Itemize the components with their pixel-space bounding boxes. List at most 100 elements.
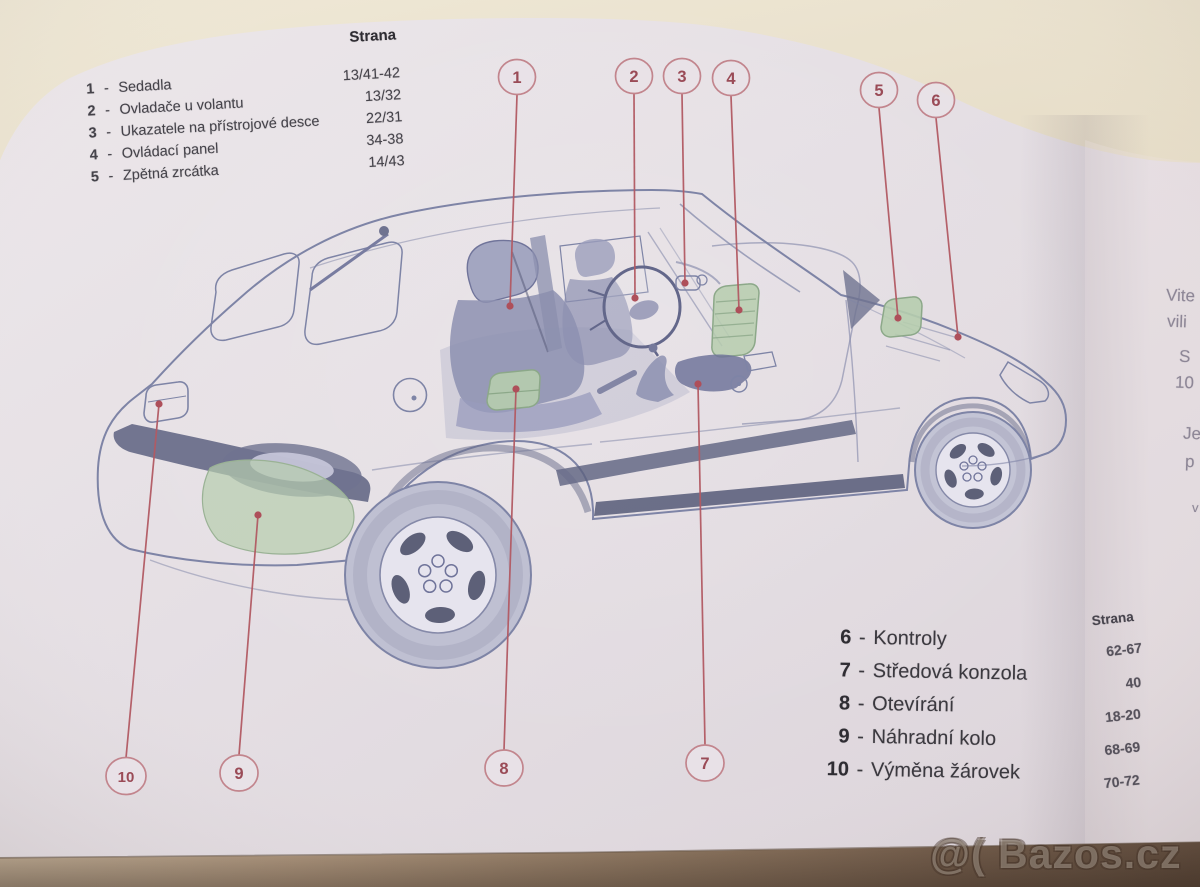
leader-7 bbox=[697, 383, 706, 746]
far-side-window bbox=[559, 235, 649, 303]
legend-separator: - bbox=[856, 758, 864, 781]
legend-bottom: Strana 6 - Kontroly 62-67 7 - Středová k… bbox=[815, 598, 1150, 797]
legend-separator: - bbox=[858, 626, 866, 649]
callout-9-number: 9 bbox=[234, 765, 243, 783]
leader-10 bbox=[125, 403, 160, 759]
legend-item-label: Kontroly bbox=[873, 626, 947, 651]
front-arch-shadow bbox=[909, 403, 1031, 463]
callout-3: 3 bbox=[662, 57, 702, 95]
callout-leader-dots bbox=[155, 279, 962, 519]
callout-7: 7 bbox=[685, 744, 725, 782]
next-page-fragment: v bbox=[1191, 499, 1199, 516]
legend-item-label: Náhradní kolo bbox=[871, 725, 997, 751]
legend-separator: - bbox=[858, 659, 866, 682]
callout-4-number: 4 bbox=[726, 70, 736, 88]
windshield-a-pillar-inner bbox=[679, 203, 801, 293]
legend-top: Strana 1 - Sedadla 13/41-42 2 - Ovladače… bbox=[60, 26, 405, 192]
handbrake-lever bbox=[597, 370, 637, 394]
rear-wheel bbox=[344, 481, 532, 669]
rear-lamp-line bbox=[147, 395, 187, 403]
far-a-pillar-line bbox=[647, 231, 723, 347]
console-tray bbox=[743, 351, 777, 372]
legend-separator: - bbox=[108, 168, 114, 185]
legend-separator: - bbox=[857, 692, 865, 715]
callout-2-number: 2 bbox=[629, 68, 638, 86]
legend-separator: - bbox=[857, 725, 865, 748]
callout-10-number: 10 bbox=[118, 769, 135, 786]
callout-1: 1 bbox=[497, 58, 537, 96]
legend-item-pages: 13/32 bbox=[364, 87, 402, 106]
gauge-dial bbox=[696, 274, 708, 286]
leader-4 bbox=[730, 95, 740, 311]
legend-separator: - bbox=[103, 80, 110, 97]
callout-leader-lines bbox=[125, 93, 959, 759]
callout-6-number: 6 bbox=[931, 92, 940, 110]
callout-8: 8 bbox=[484, 749, 524, 787]
hatch-glass bbox=[210, 252, 300, 342]
legend-item-number: 7 bbox=[839, 659, 851, 682]
legend-item-number: 1 bbox=[85, 81, 95, 98]
seat-belt-line bbox=[511, 251, 549, 353]
legend-item-pages: 13/41-42 bbox=[342, 65, 401, 85]
callout-9: 9 bbox=[219, 754, 259, 792]
legend-item-number: 3 bbox=[88, 125, 98, 142]
gear-lever-boot bbox=[636, 355, 674, 402]
next-page-fragment: vili bbox=[1166, 311, 1188, 332]
next-page-fragment: p bbox=[1184, 451, 1195, 472]
next-page-fragment: S bbox=[1178, 346, 1191, 367]
door-speaker bbox=[730, 375, 748, 393]
callout-5-number: 5 bbox=[874, 82, 883, 100]
callout-1-number: 1 bbox=[512, 69, 521, 87]
headlight bbox=[999, 360, 1050, 404]
callout-4: 4 bbox=[711, 59, 751, 97]
legend-item-pages: 62-67 bbox=[1105, 639, 1143, 660]
legend-item-pages: 18-20 bbox=[1104, 705, 1142, 726]
gear-knob bbox=[648, 343, 658, 353]
legend-item-pages: 68-69 bbox=[1103, 738, 1142, 759]
callout-7-number: 7 bbox=[700, 755, 709, 773]
legend-item-pages: 40 bbox=[1125, 673, 1143, 692]
leader-5 bbox=[878, 107, 899, 319]
door-mirror-highlight bbox=[880, 296, 923, 338]
leader-6 bbox=[935, 117, 959, 338]
legend-separator: - bbox=[107, 146, 113, 163]
legend-item-number: 2 bbox=[87, 103, 96, 120]
rear-wiper-base bbox=[379, 226, 389, 236]
callout-10: 10 bbox=[105, 756, 147, 796]
legend-item-label: Otevírání bbox=[871, 692, 955, 717]
bazos-watermark: @( Bazos.cz bbox=[930, 831, 1182, 877]
callout-circles: 1 2 3 4 5 6 7 bbox=[105, 57, 956, 796]
b-pillar bbox=[530, 235, 562, 352]
callout-6: 6 bbox=[916, 81, 956, 119]
legend-top-rows: 1 - Sedadla 13/41-42 2 - Ovladače u vola… bbox=[62, 65, 405, 193]
legend-item-number: 5 bbox=[90, 169, 100, 186]
quarter-glass-dark bbox=[843, 270, 880, 329]
front-door-frame bbox=[711, 242, 861, 425]
steering-stalks bbox=[587, 289, 607, 331]
legend-item-pages: 70-72 bbox=[1103, 771, 1141, 792]
spare-area-highlight bbox=[201, 459, 355, 555]
legend-bottom-header: Strana bbox=[1090, 608, 1135, 629]
driver-seat-back bbox=[562, 277, 633, 366]
leader-8 bbox=[503, 388, 517, 751]
rear-wiper bbox=[309, 232, 389, 292]
legend-item-pages: 22/31 bbox=[365, 109, 403, 128]
legend-item-number: 10 bbox=[826, 758, 850, 781]
leader-2 bbox=[633, 93, 636, 299]
rear-skirt-line bbox=[149, 559, 361, 601]
door-pocket-line bbox=[487, 389, 540, 395]
fuel-filler-dot bbox=[411, 395, 417, 401]
instrument-cluster bbox=[675, 275, 701, 291]
belt-line-rear bbox=[371, 443, 593, 471]
legend-item-number: 9 bbox=[838, 725, 850, 748]
rear-door-window bbox=[304, 241, 403, 346]
belt-line-front bbox=[599, 407, 901, 443]
legend-separator: - bbox=[104, 102, 111, 119]
legend-item-label: Sedadla bbox=[117, 77, 172, 96]
sill-band bbox=[594, 474, 905, 516]
front-bumper-line bbox=[961, 452, 1049, 467]
legend-item-pages: 14/43 bbox=[367, 153, 406, 172]
roof-inner-line bbox=[309, 207, 661, 269]
door-speaker-dot bbox=[737, 382, 741, 386]
